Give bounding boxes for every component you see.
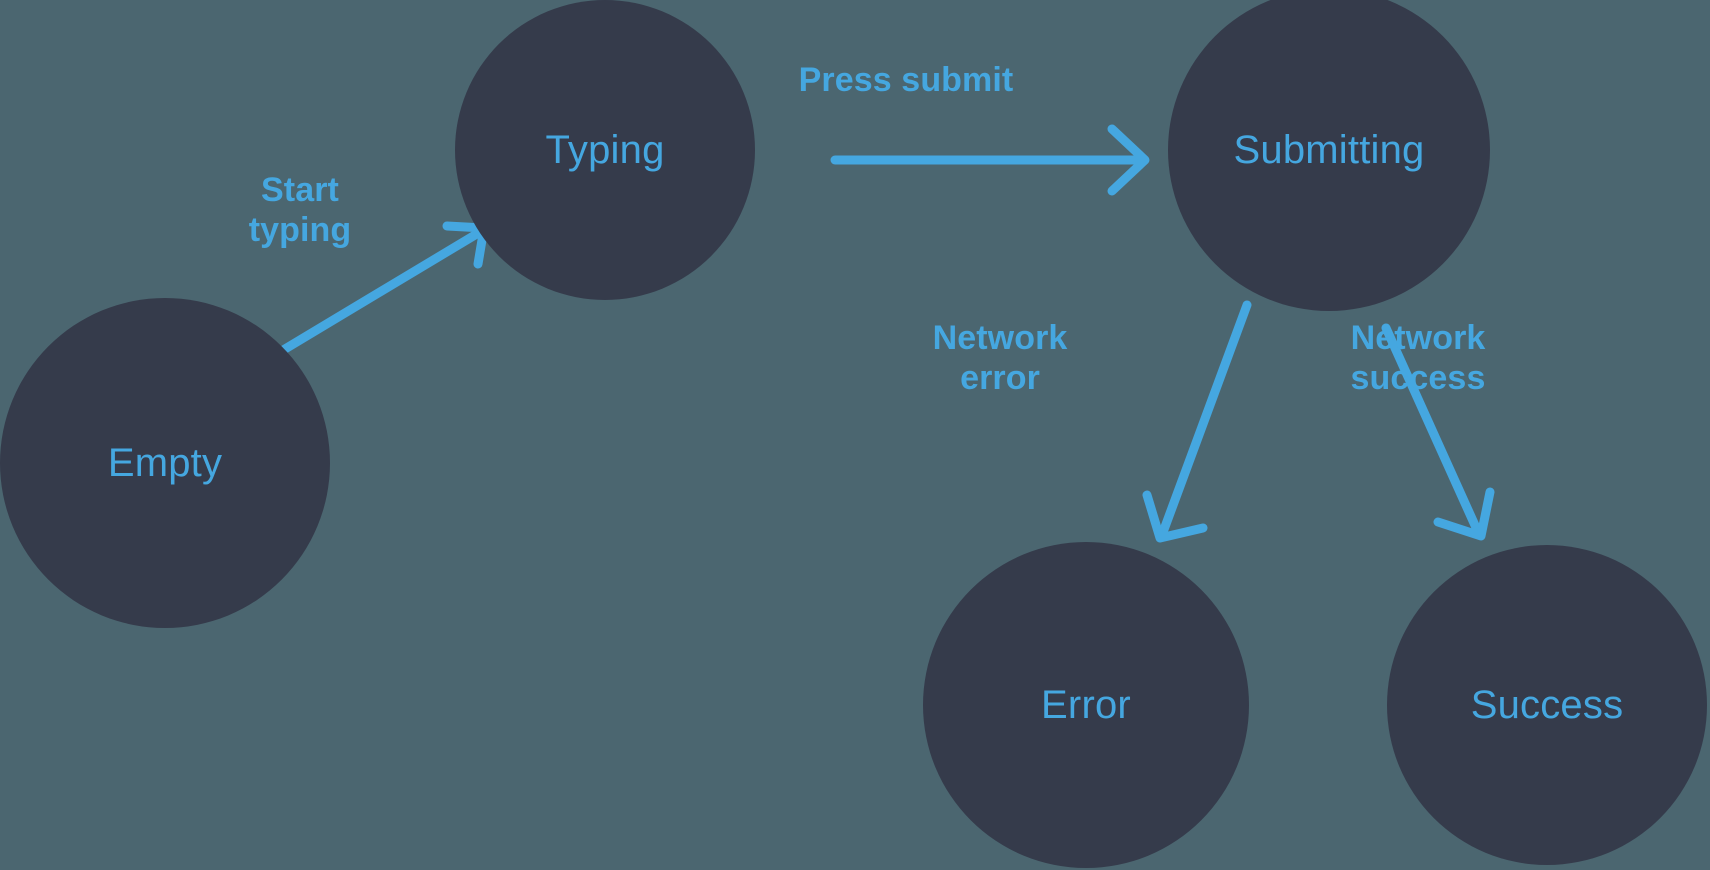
- state-label-typing: Typing: [545, 128, 665, 172]
- state-node-error[interactable]: Error: [923, 542, 1249, 868]
- transition-label-network-success: Network success: [1350, 319, 1486, 398]
- state-node-submitting[interactable]: Submitting: [1168, 0, 1490, 311]
- state-label-success: Success: [1470, 683, 1624, 727]
- state-node-typing[interactable]: Typing: [455, 0, 755, 300]
- state-label-empty: Empty: [107, 441, 223, 485]
- state-node-success[interactable]: Success: [1387, 545, 1707, 865]
- transition-label-network-error: Network error: [932, 319, 1068, 398]
- state-node-empty[interactable]: Empty: [0, 298, 330, 628]
- state-label-submitting: Submitting: [1233, 128, 1425, 172]
- state-label-error: Error: [1041, 683, 1131, 727]
- transition-label-start-typing: Start typing: [248, 171, 352, 250]
- transition-arrow-network-error: [1142, 300, 1252, 543]
- transition-arrow-press-submit: [830, 124, 1150, 196]
- transition-label-press-submit: Press submit: [798, 61, 1014, 99]
